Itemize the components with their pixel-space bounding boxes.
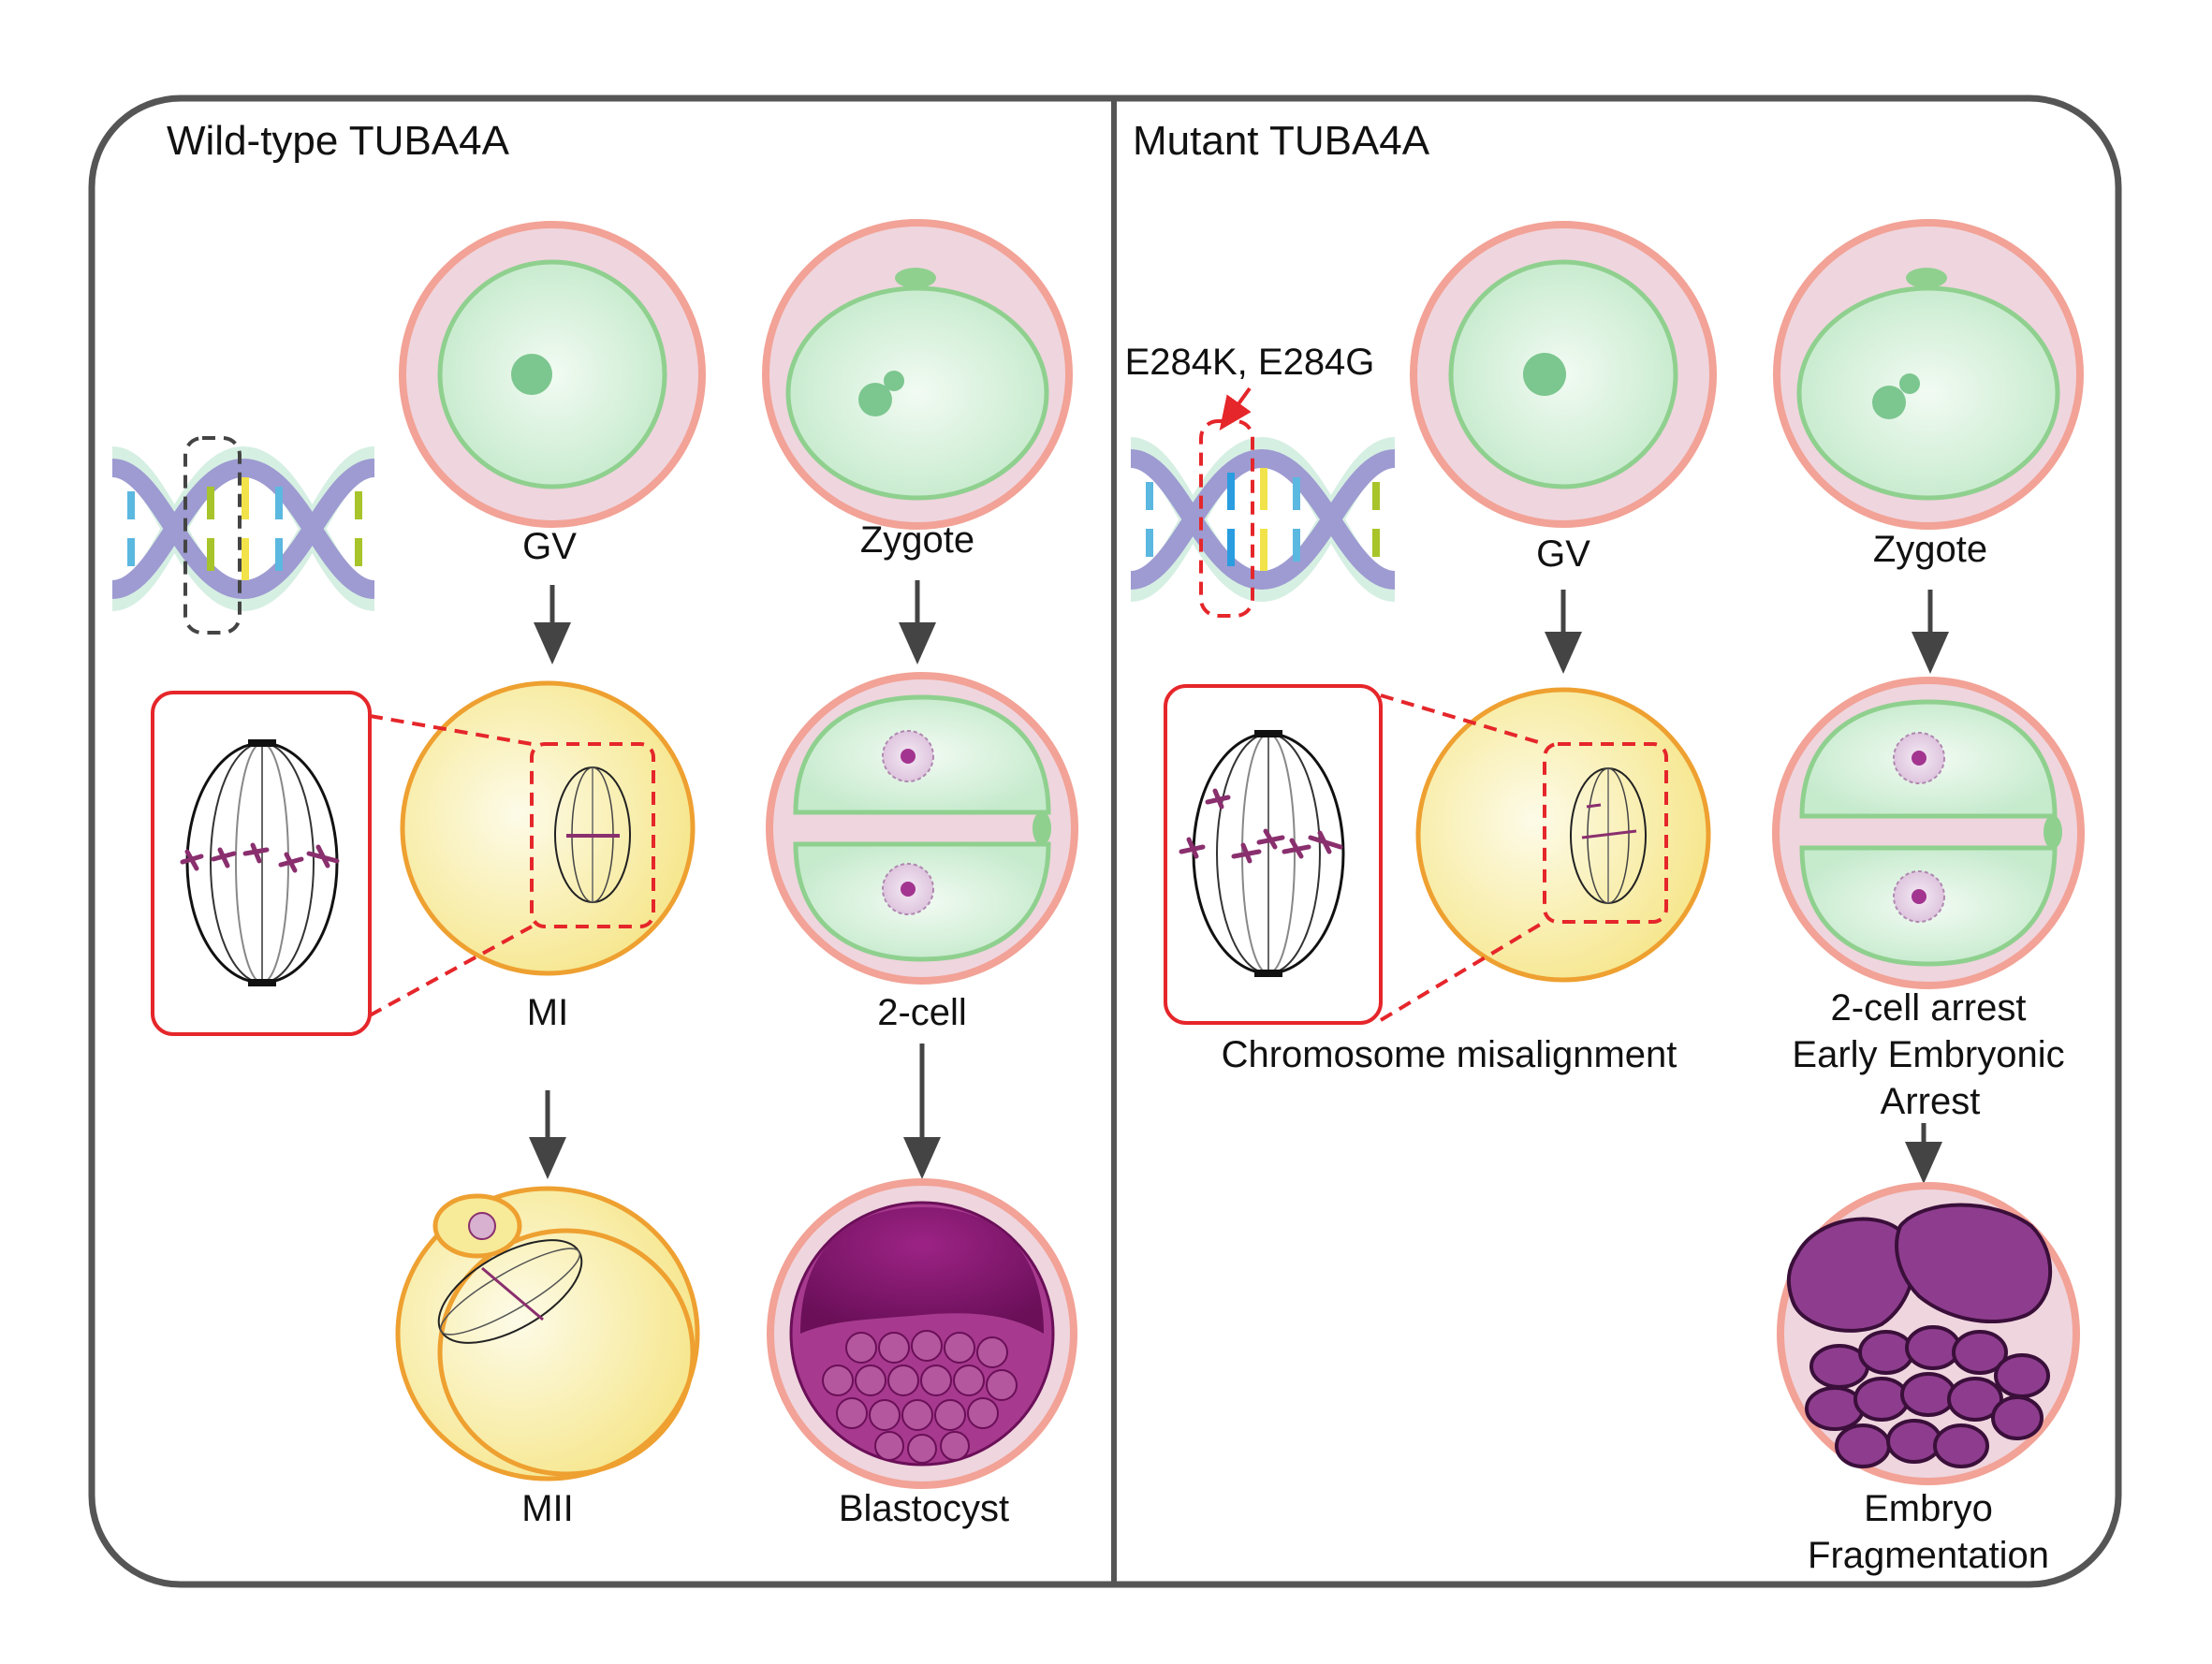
label-2cell-arrest: 2-cell arrest [1831,987,2027,1029]
fragmented-embryo [1777,1182,2080,1485]
two-cell-embryo-wildtype [766,672,1078,985]
dna-helix-mutant [1128,419,1398,618]
label-arrest: Arrest [1881,1081,1981,1122]
mii-oocyte [395,1186,700,1482]
label-fragmentation: Fragmentation [1808,1535,2049,1576]
spindle-zoom-box-wildtype [151,691,372,1036]
zoom-line-top-mutant [1380,693,1545,746]
label-zygote-mutant: Zygote [1873,529,1987,570]
gv-oocyte-mutant [1410,221,1717,528]
label-gv-mutant: GV [1536,533,1590,575]
zygote-wildtype [762,219,1073,530]
zygote-mutant [1773,219,2084,530]
label-mii: MII [521,1488,574,1529]
label-embryo: Embryo [1864,1488,1993,1529]
small-spindle-wildtype [554,766,631,903]
zoom-line-top-wildtype [369,714,533,746]
spindle-zoom-box-mutant [1164,684,1383,1025]
mi-oocyte-mutant [1415,687,1711,983]
outer-frame [88,95,2122,1588]
label-zygote-wildtype: Zygote [860,519,974,561]
mi-oocyte-wildtype [400,680,696,976]
zoom-line-bottom-mutant [1379,920,1546,1022]
right-panel-title: Mutant TUBA4A [1133,118,1430,164]
mutation-label: E284K, E284G [1125,342,1375,383]
gv-oocyte-wildtype [399,221,706,528]
zoom-line-bottom-wildtype [369,925,533,1017]
label-blastocyst: Blastocyst [839,1488,1009,1529]
left-panel-title: Wild-type TUBA4A [167,118,510,164]
dna-helix-wildtype [110,436,377,635]
label-2cell-wildtype: 2-cell [877,992,967,1033]
label-early-embryonic: Early Embryonic [1792,1034,2064,1075]
label-gv-wildtype: GV [522,526,577,567]
mutation-arrow [1219,387,1252,431]
blastocyst [767,1178,1077,1489]
label-chromosome-misalignment: Chromosome misalignment [1222,1034,1677,1075]
label-mi-wildtype: MI [527,992,568,1033]
two-cell-embryo-mutant [1772,677,2085,989]
small-spindle-mutant [1570,767,1647,904]
